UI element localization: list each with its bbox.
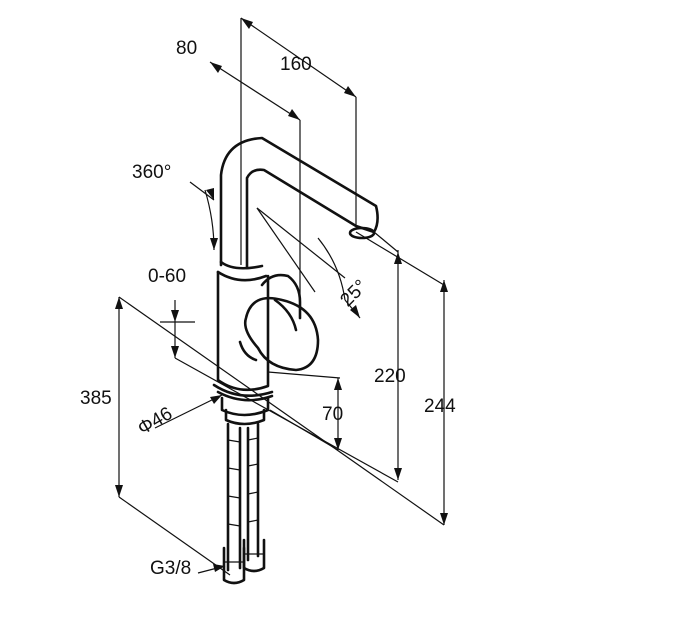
lever-handle <box>260 273 302 320</box>
label-385: 385 <box>80 388 112 409</box>
label-25: 25° <box>336 276 371 311</box>
label-160: 160 <box>280 54 312 75</box>
label-244: 244 <box>424 396 456 417</box>
faucet-body <box>212 136 379 585</box>
label-80: 80 <box>176 38 197 59</box>
label-360: 360° <box>132 162 171 183</box>
label-0-60: 0-60 <box>148 266 186 287</box>
label-220: 220 <box>374 366 406 387</box>
label-46: Φ46 <box>134 403 176 439</box>
dimension-arrows <box>115 18 448 572</box>
body-cylinder <box>216 270 270 392</box>
dimension-lines <box>118 17 445 576</box>
dimension-labels: 80 160 360° 25° 0-60 385 Φ46 70 220 244 … <box>80 38 456 579</box>
spout <box>219 136 379 270</box>
label-70: 70 <box>322 404 343 425</box>
label-g38: G3/8 <box>150 558 191 579</box>
supply-hoses <box>222 422 266 585</box>
mounting-nut <box>220 396 270 417</box>
